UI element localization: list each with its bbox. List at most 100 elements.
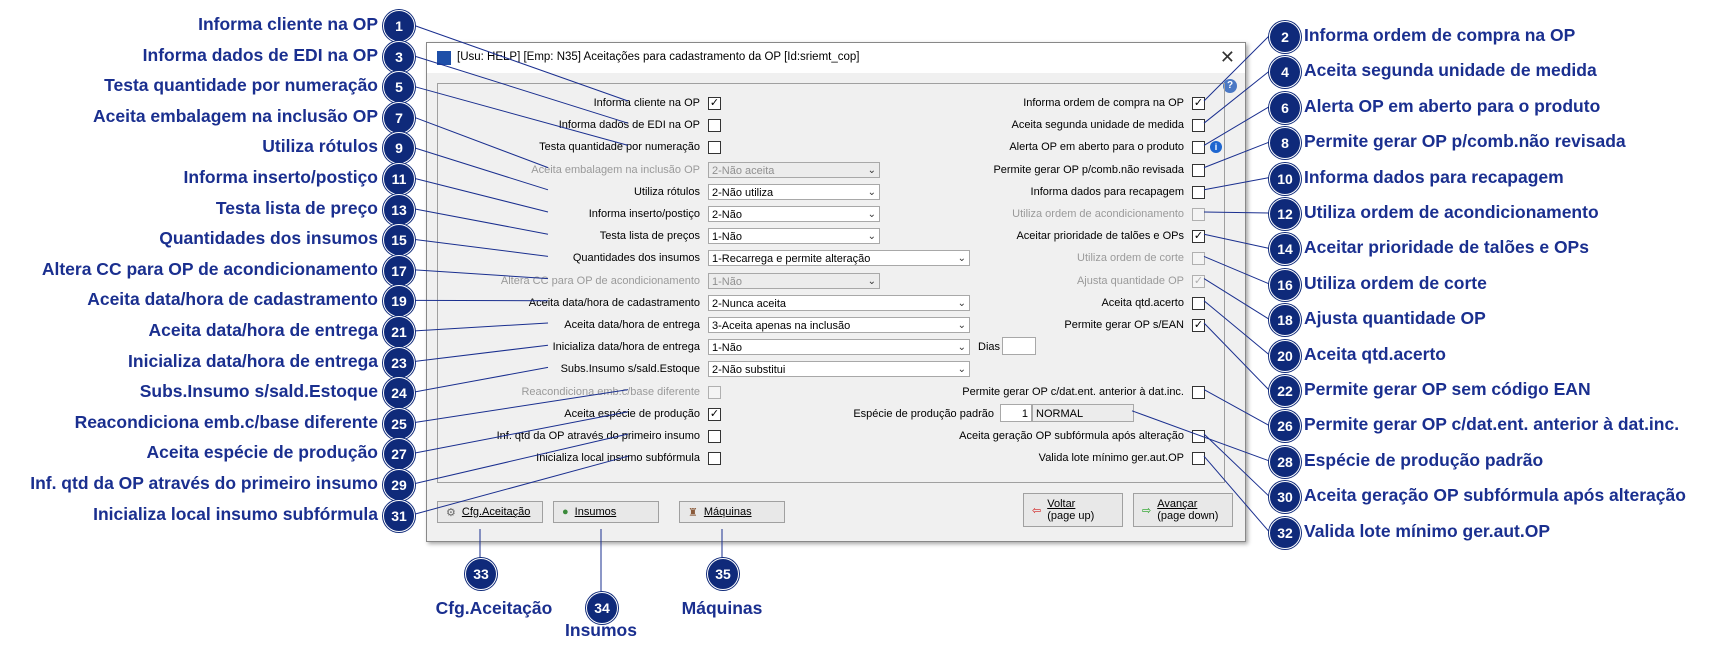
dropdown-select[interactable]: 2-Não utiliza ⌄ (708, 183, 880, 200)
field-label: Subs.Insumo s/sald.Estoque (560, 363, 700, 376)
gear-icon: ⚙ (446, 506, 456, 519)
annotation-label: Inicializa data/hora de entrega (128, 350, 378, 371)
chevron-down-icon: ⌄ (867, 231, 876, 243)
field-label: Aceita qtd.acerto (1101, 296, 1184, 309)
button-sublabel: (page up) (1047, 510, 1095, 522)
callout-badge: 33 (465, 558, 497, 590)
chevron-down-icon: ⌄ (867, 209, 876, 220)
chevron-down-icon: ⌄ (957, 364, 966, 376)
chevron-down-icon: ⌄ (957, 253, 966, 265)
annotation-label: Máquinas (681, 598, 763, 618)
select-value: 2-Não aceita (712, 164, 775, 177)
maquinas-button[interactable]: ♜Máquinas (679, 501, 785, 523)
dropdown-select: 2-Não aceita⌄ (708, 161, 880, 178)
checkbox[interactable]: ✓ (1192, 319, 1205, 332)
field-label: Ajusta quantidade OP (1076, 274, 1184, 287)
checkbox[interactable] (708, 141, 721, 155)
insumos-button[interactable]: ●Insumos (553, 501, 659, 523)
annotation-label: Permite gerar OP c/dat.ent. anterior à d… (1304, 414, 1680, 435)
checkbox[interactable] (708, 452, 721, 466)
checkbox[interactable] (1192, 163, 1205, 177)
annotation-label: Informa ordem de compra na OP (1304, 25, 1576, 45)
field-label: Aceitar prioridade de talões e OPs (1016, 230, 1184, 243)
select-value: 2-Não (712, 209, 742, 221)
window-title: [Usu: HELP] [Emp: N35] Aceitações para c… (457, 51, 860, 63)
annotation-label: Permite gerar OP sem código EAN (1304, 379, 1591, 399)
checkbox[interactable] (1192, 119, 1205, 133)
voltar-button[interactable]: ⇦Voltar(page up) (1023, 493, 1123, 527)
select-value: 1-Não (712, 342, 742, 355)
select-value: 2-Não substitui (712, 364, 786, 377)
chevron-down-icon: ⌄ (867, 186, 876, 198)
callout-badge: 8 (1269, 127, 1301, 160)
field-label: Aceita segunda unidade de medida (1011, 119, 1184, 132)
annotation-label: Informa dados de EDI na OP (142, 44, 378, 65)
chevron-down-icon: ⌄ (957, 320, 966, 331)
dropdown-select[interactable]: 2-Nunca aceita ⌄ (708, 294, 970, 311)
callout-badge: 32 (1269, 516, 1301, 549)
dias-label: Dias (978, 341, 1001, 354)
annotation-label: Altera CC para OP de acondicionamento (41, 258, 378, 279)
select-value: 2-Não utiliza (712, 186, 774, 199)
annotation-label: Testa quantidade por numeração (104, 75, 378, 96)
annotation-label: Utiliza ordem de acondicionamento (1304, 202, 1599, 222)
button-sublabel: (page down) (1157, 510, 1219, 522)
annotation-label: Aceita segunda unidade de medida (1304, 60, 1597, 81)
close-button[interactable]: ✕ (1219, 47, 1235, 67)
checkbox (1192, 252, 1205, 266)
chevron-down-icon: ⌄ (957, 297, 966, 309)
annotation-label: Permite gerar OP p/comb.não revisada (1304, 131, 1626, 152)
callout-badge: 14 (1269, 233, 1301, 266)
annotation-label: Subs.Insumo s/sald.Estoque (139, 381, 378, 402)
button-label: Avançar (1157, 498, 1198, 510)
help-icon[interactable]: ? (1223, 79, 1237, 93)
callout-badge: 7 (383, 101, 415, 134)
checkbox[interactable]: ✓ (708, 97, 721, 110)
checkbox[interactable]: ✓ (1192, 97, 1205, 110)
annotation-label: Aceita espécie de produção (146, 442, 378, 463)
annotation-label: Aceita geração OP subfórmula após altera… (1304, 485, 1686, 506)
dropdown-select[interactable]: 1-Não⌄ (708, 228, 880, 245)
callout-badge: 4 (1269, 56, 1301, 89)
annotation-label: Aceitar prioridade de talões e OPs (1304, 237, 1589, 258)
checkbox[interactable]: ✓ (708, 407, 721, 421)
avancar-button[interactable]: ⇨Avançar(page down) (1133, 493, 1233, 527)
callout-badge: 5 (383, 71, 415, 104)
field-label: Valida lote mínimo ger.aut.OP (1038, 452, 1184, 465)
callout-badge: 31 (383, 499, 415, 532)
select-value: 2-Nunca aceita (712, 297, 786, 310)
callout-badge: 10 (1269, 162, 1301, 195)
info-icon: i (1210, 141, 1222, 154)
checkbox[interactable] (1192, 296, 1205, 310)
field-label: Aceita embalagem na inclusão OP (531, 163, 700, 176)
dropdown-select[interactable]: 2-Não ⌄ (708, 206, 880, 222)
annotation-label: Aceita data/hora de cadastramento (87, 289, 378, 310)
especie-code-input[interactable]: 1 (1000, 403, 1032, 422)
checkbox[interactable] (1192, 141, 1205, 155)
arrow-left-icon: ⇦ (1032, 504, 1042, 517)
checkbox[interactable] (1192, 385, 1205, 399)
dropdown-select[interactable]: 1-Recarrega e permite alteração⌄ (708, 250, 970, 267)
checkbox[interactable]: ✓ (1192, 230, 1205, 244)
field-label: Inicializa data/hora de entrega (552, 341, 700, 354)
button-label: Insumos (574, 506, 617, 518)
dropdown-select[interactable]: 3-Aceita apenas na inclusão⌄ (708, 317, 970, 333)
dropdown-select[interactable]: 2-Não substitui ⌄ (708, 361, 970, 378)
field-label: Permite gerar OP c/dat.ent. anterior à d… (962, 385, 1184, 398)
dropdown-select[interactable]: 1-Não⌄ (708, 339, 970, 356)
annotation-label: Quantidades dos insumos (159, 228, 378, 249)
callout-badge: 23 (383, 346, 415, 379)
checkbox[interactable] (1192, 452, 1205, 466)
callout-badge: 25 (383, 407, 415, 440)
cfg-aceitacao-button[interactable]: ⚙Cfg.Aceitação (437, 501, 543, 523)
field-label: Altera CC para OP de acondicionamento (500, 274, 700, 287)
checkbox[interactable] (708, 430, 721, 443)
dias-input[interactable] (1002, 337, 1036, 356)
callout-badge: 18 (1269, 304, 1301, 337)
annotation-label: Valida lote mínimo ger.aut.OP (1304, 520, 1551, 541)
checkbox[interactable] (1192, 430, 1205, 443)
checkbox[interactable] (1192, 185, 1205, 199)
annotation-label: Informa cliente na OP (198, 14, 378, 34)
checkbox[interactable] (708, 119, 721, 133)
annotation-label: Testa lista de preço (215, 197, 378, 218)
